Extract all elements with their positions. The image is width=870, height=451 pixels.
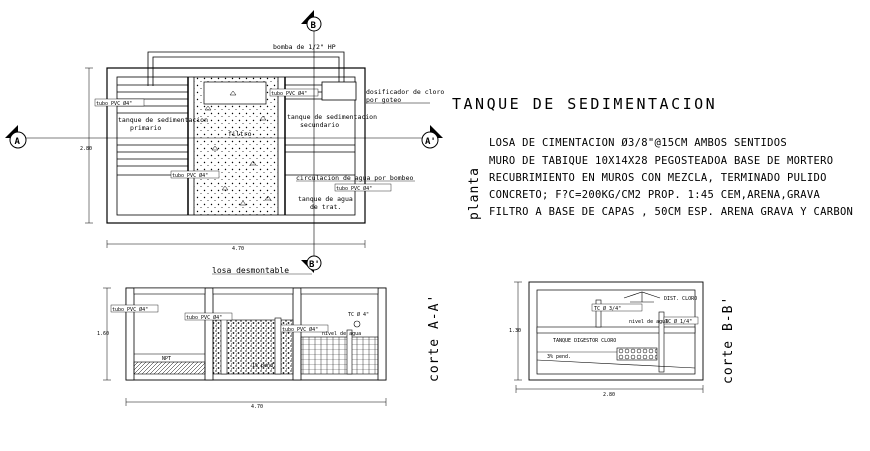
primary-floor-hatch — [133, 361, 206, 375]
spec-line: LOSA DE CIMENTACION Ø3/8"@15CM AMBOS SEN… — [489, 137, 787, 149]
tc-label-1: TC Ø 3/4" — [594, 305, 621, 312]
dist-cloro-label: DIST. CLORO — [664, 296, 697, 302]
section-aa-view: losa desmontable NPT tubo PVC Ø4" tubo P… — [97, 266, 442, 410]
plan-view-label: planta — [467, 167, 482, 220]
section-b-bottom-marker: B' — [309, 260, 320, 270]
pipe-label-4: tubo PVC Ø4" — [336, 185, 372, 192]
secondary-tank-label-2: secundario — [300, 121, 339, 129]
plan-outer-wall — [106, 67, 366, 224]
tc-label-2: TC Ø 1/4" — [665, 318, 692, 325]
section-bb-gravel — [616, 347, 658, 361]
primary-tank-label-2: primario — [130, 124, 161, 132]
removable-slab-label: losa desmontable — [212, 266, 289, 275]
section-bb-height-dim: 1.30 — [509, 328, 521, 334]
section-line-b: B B' — [301, 10, 322, 273]
digester-tank-label: TANQUE DIGESTOR CLORO — [553, 338, 616, 344]
section-bb-outline — [528, 281, 704, 381]
chlorine-doser-box — [321, 81, 357, 101]
spec-line: MURO DE TABIQUE 10X14X28 PEGOSTEADOA BAS… — [489, 155, 833, 167]
pump-pipe-outer — [147, 51, 345, 86]
section-line-a: A A' — [5, 125, 443, 149]
section-bb-slope — [536, 359, 696, 369]
section-b-top-marker: B — [311, 21, 317, 31]
section-aa-tc: TC Ø 4" — [348, 311, 369, 318]
section-aa-height-dim: 1.60 — [97, 331, 109, 337]
water-tank-label-2: de trat. — [310, 203, 341, 211]
section-aa-view-label: corte A-A' — [427, 294, 442, 382]
section-aa-pipe-2: tubo PVC Ø4" — [186, 314, 222, 321]
section-bb-view-label: corte B-B' — [721, 296, 736, 384]
section-aa-pipe-1: tubo PVC Ø4" — [112, 306, 148, 313]
section-bb-width-dim: 2.80 — [603, 392, 615, 398]
pump-pipe-inner — [152, 56, 340, 86]
spec-line: FILTRO A BASE DE CAPAS , 50CM ESP. ARENA… — [489, 206, 853, 218]
section-a-right-marker: A' — [425, 137, 436, 147]
section-bb-view: DIST. CLORO TC Ø 3/4" TC Ø 1/4" nivel de… — [509, 281, 736, 398]
spec-line: RECUBRIMIENTO EN MUROS CON MEZCLA, TERMI… — [489, 172, 827, 184]
plan-height-dim: 2.80 — [80, 146, 92, 152]
pump-label: bomba de 1/2" HP — [273, 43, 336, 51]
specifications: LOSA DE CIMENTACION Ø3/8"@15CM AMBOS SEN… — [489, 137, 853, 218]
section-aa-width-dim: 4.70 — [251, 404, 263, 410]
doser-label-1: dosificador de cloro — [366, 88, 444, 96]
primary-tank-baffles — [117, 84, 188, 167]
pipe-label-1: tubo PVC Ø4" — [96, 100, 132, 107]
filter-label: filtro — [228, 130, 252, 138]
plan-view: 4.70 2.80 bomba de 1/2" HP dosificador d… — [80, 43, 444, 252]
circulation-label: circulacion de agua por bombeo — [296, 174, 413, 182]
pipe-label-3: tubo PVC Ø4" — [172, 172, 208, 179]
secondary-tank-label-1: tanque de sedimentacion — [287, 113, 377, 121]
section-aa-water-level: nivel de agua — [322, 331, 361, 337]
water-tank-label-1: tanque de agua — [298, 195, 353, 203]
pipe-label-2: tubo PVC Ø4" — [271, 90, 307, 97]
section-bb-slope-label: 3% pend. — [547, 354, 571, 360]
section-aa-slope: 1% pend. — [252, 363, 276, 369]
water-tank-fill — [300, 336, 379, 375]
drawing-title: TANQUE DE SEDIMENTACION — [452, 95, 717, 113]
spec-line: CONCRETO; F?C=200KG/CM2 PROP. 1:45 CEM,A… — [489, 189, 820, 201]
doser-label-2: por goteo — [366, 96, 401, 104]
section-a-left-marker: A — [15, 137, 21, 147]
filter-inner-box — [203, 81, 267, 105]
npt-label: NPT — [162, 356, 171, 362]
section-aa-pipe-3: tubo PVC Ø4" — [282, 326, 318, 333]
primary-tank-label-1: tanque de sedimentacion — [118, 116, 208, 124]
plan-width-dim: 4.70 — [232, 246, 244, 252]
section-bb-water-level: nivel de agua — [629, 319, 668, 325]
filter-aggregate-marks — [204, 90, 272, 206]
